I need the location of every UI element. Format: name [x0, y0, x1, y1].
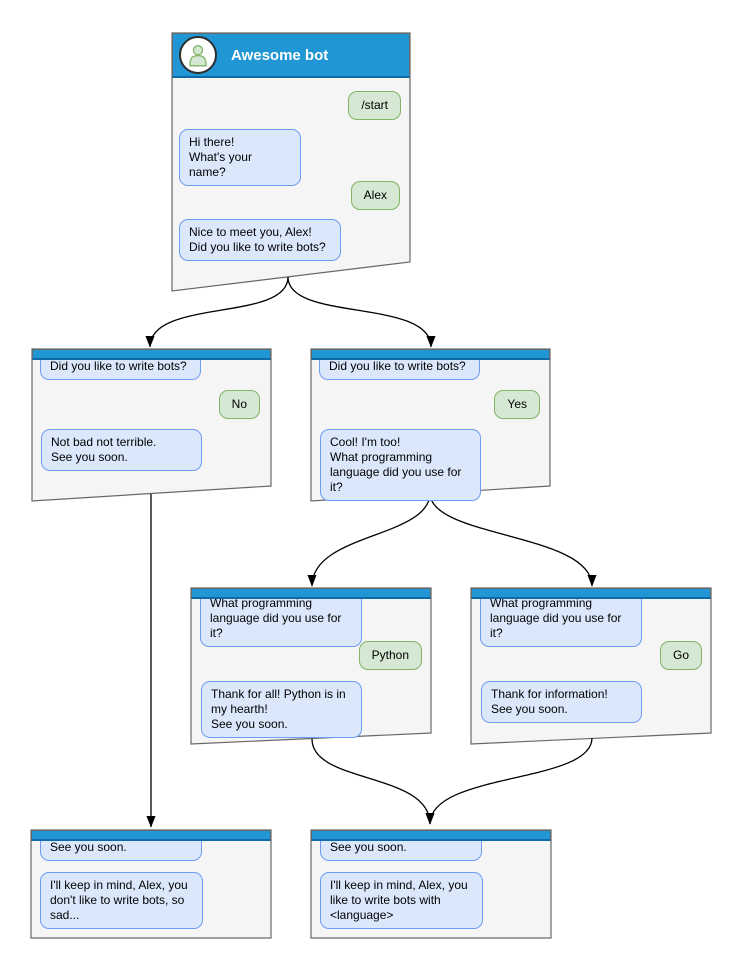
chat-window-branch-python: What programming language did you use fo… [191, 588, 431, 744]
chat-window-branch-go: What programming language did you use fo… [471, 588, 711, 744]
user-message-bubble: Go [659, 641, 702, 670]
person-icon [189, 45, 207, 67]
user-message-bubble: /start [348, 91, 401, 120]
chat-header [32, 349, 271, 360]
connector-yes-to-python [307, 492, 431, 587]
chat-header [191, 588, 431, 599]
bot-message-bubble: Nice to meet you, Alex! Did you like to … [179, 219, 341, 261]
connectors [145, 276, 597, 828]
bot-message-bubble: Thank for information! See you soon. [481, 681, 642, 723]
chat-title: Awesome bot [231, 46, 329, 64]
chat-window-branch-no: Did you like to write bots? No Not bad n… [32, 349, 271, 501]
chat-header [311, 349, 550, 360]
connector-start-to-yes [287, 276, 436, 348]
connector-go-to-end [425, 737, 593, 825]
user-message-bubble: Alex [350, 181, 400, 210]
chat-header [31, 830, 271, 841]
bot-message-bubble: Cool! I'm too! What programming language… [320, 429, 481, 501]
connector-start-to-no [145, 276, 289, 348]
bot-message-bubble: I'll keep in mind, Alex, you like to wri… [320, 872, 483, 929]
avatar [179, 36, 217, 74]
connector-python-to-end [311, 738, 435, 825]
user-message-bubble: No [218, 390, 260, 419]
chat-header [311, 830, 551, 841]
bot-message-bubble: What programming language did you use fo… [480, 590, 642, 647]
connector-yes-to-go [429, 492, 597, 587]
bot-message-bubble: What programming language did you use fo… [200, 590, 362, 647]
bot-message-bubble: Not bad not terrible. See you soon. [41, 429, 202, 471]
user-message-bubble: Yes [494, 390, 540, 419]
chat-window-start: /start Hi there! What's your name? Alex … [172, 33, 410, 291]
bot-message-bubble: I'll keep in mind, Alex, you don't like … [40, 872, 203, 929]
chat-window-end-no: See you soon. I'll keep in mind, Alex, y… [31, 830, 271, 938]
user-message-bubble: Python [358, 641, 422, 670]
bot-message-bubble: Hi there! What's your name? [179, 129, 301, 186]
chat-window-branch-yes: Did you like to write bots? Yes Cool! I'… [311, 349, 550, 501]
chat-window-end-yes: See you soon. I'll keep in mind, Alex, y… [311, 830, 551, 938]
chat-header [471, 588, 711, 599]
bot-message-bubble: Thank for all! Python is in my hearth! S… [201, 681, 362, 738]
chat-header: Awesome bot [172, 33, 410, 78]
